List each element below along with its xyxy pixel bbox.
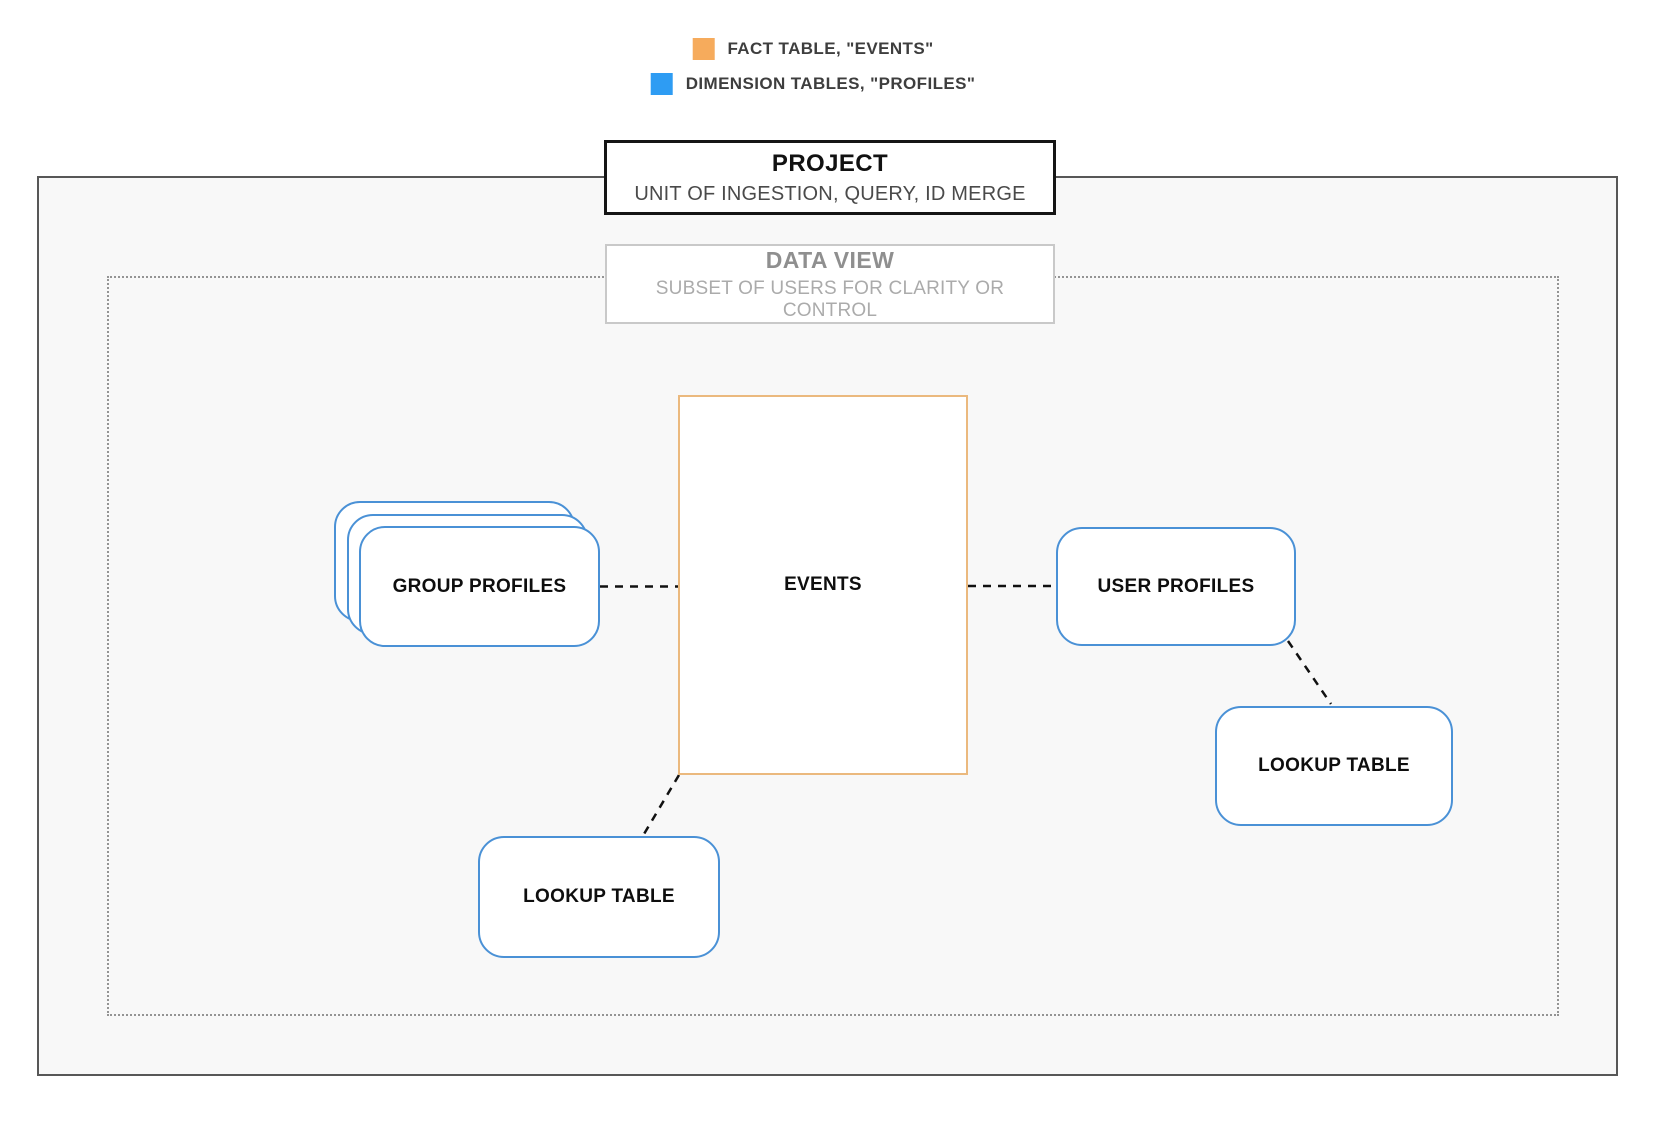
legend-item-fact-table: FACT TABLE, "EVENTS" [692,38,933,60]
fact-table-swatch-icon [692,38,715,60]
project-header-box: PROJECT UNIT OF INGESTION, QUERY, ID MER… [604,140,1056,215]
user-profiles-label: USER PROFILES [1097,575,1255,597]
lookup-table-right-label: LOOKUP TABLE [1258,755,1410,776]
data-view-header-box: DATA VIEW SUBSET OF USERS FOR CLARITY OR… [605,244,1055,324]
legend-item-dimension-tables: DIMENSION TABLES, "PROFILES" [650,73,976,95]
dimension-tables-swatch-icon [650,73,673,95]
node-lookup-table-right: LOOKUP TABLE [1215,706,1453,826]
lookup-table-left-label: LOOKUP TABLE [523,886,675,907]
node-user-profiles: USER PROFILES [1056,527,1296,646]
node-group-profiles: GROUP PROFILES [359,526,600,647]
project-subtitle: UNIT OF INGESTION, QUERY, ID MERGE [634,182,1026,205]
data-view-subtitle: SUBSET OF USERS FOR CLARITY OR CONTROL [655,277,1005,321]
events-label: EVENTS [784,574,862,595]
group-profiles-label: GROUP PROFILES [392,575,567,597]
legend-label-fact-table: FACT TABLE, "EVENTS" [727,39,934,58]
legend-label-dimension-tables: DIMENSION TABLES, "PROFILES" [685,74,976,93]
data-view-title: DATA VIEW [765,246,895,273]
legend: FACT TABLE, "EVENTS" DIMENSION TABLES, "… [650,38,976,95]
project-title: PROJECT [771,149,889,177]
node-lookup-table-left: LOOKUP TABLE [478,836,720,958]
node-events: EVENTS [678,395,968,775]
